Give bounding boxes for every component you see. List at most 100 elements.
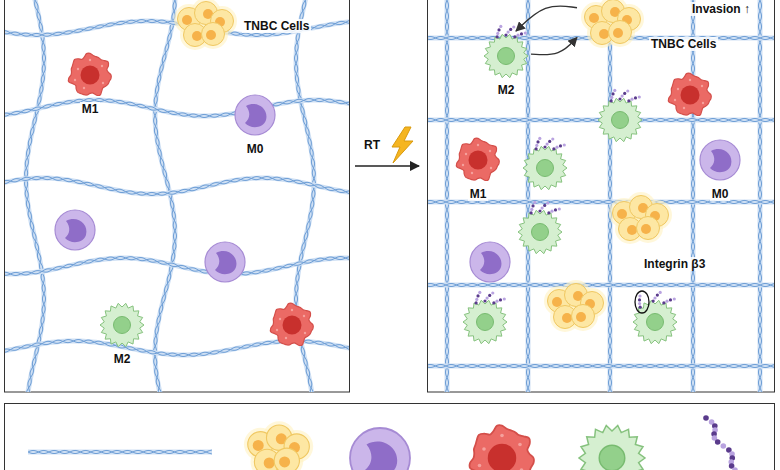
integrin-bead (552, 147, 555, 150)
cell-granule (674, 99, 676, 101)
fiber-strand (28, 450, 212, 454)
annotation-label: Invasion ↑ (690, 2, 752, 16)
cell-body (463, 300, 507, 343)
fiber-strand (5, 256, 349, 275)
cell-body (523, 146, 567, 189)
annotation-label: Integrin β3 (642, 257, 707, 271)
macrophage-green (598, 89, 642, 142)
tumor-nucleus (599, 29, 609, 39)
macrophage-red (456, 138, 499, 180)
integrin-chain (496, 25, 503, 39)
cell-nucleus (469, 151, 488, 170)
cell-granule (77, 68, 79, 70)
cell-body (55, 210, 95, 250)
tumor-cluster (244, 421, 313, 470)
cell-illustration (577, 0, 647, 51)
cell-granule (701, 85, 703, 87)
cell-body (598, 98, 642, 141)
cell-granule (102, 82, 104, 84)
integrin-chain (543, 137, 554, 148)
integrin-bead (535, 144, 538, 147)
cell-label: M0 (710, 187, 731, 201)
cell-nucleus (498, 48, 515, 65)
cell-nucleus (114, 317, 131, 334)
cell-body (68, 53, 111, 95)
cell-granule (471, 172, 473, 174)
macrophage-purple (700, 140, 740, 180)
cell-illustration (97, 300, 147, 350)
integrin-bead (496, 35, 499, 38)
collagen-grid (428, 0, 774, 392)
fiber-strand (608, 0, 611, 392)
legend-panel (5, 404, 775, 470)
integrin-bead (538, 137, 541, 140)
cell-label: M2 (112, 352, 133, 366)
cell-nucleus (647, 314, 664, 331)
integrin-bead (558, 207, 561, 210)
cell-body (668, 73, 711, 115)
integrin-bead (483, 299, 486, 302)
integrin-bead (610, 96, 613, 99)
cell-granule (304, 332, 306, 334)
integrin-bead (613, 89, 616, 92)
fiber-strand (445, 0, 448, 392)
fiber-band (28, 450, 212, 455)
integrin-bead (638, 95, 641, 98)
fiber-strand (691, 0, 694, 392)
integrin-bead (488, 294, 491, 297)
fiber-strand (526, 0, 529, 392)
integrin-bead (673, 297, 676, 300)
cell-body (518, 210, 562, 253)
integrin-bead (630, 98, 633, 101)
integrin-bead (720, 443, 726, 449)
integrin-bead (638, 302, 641, 305)
cell-granule (291, 309, 293, 311)
integrin-bead (638, 298, 641, 301)
integrin-bead (656, 294, 659, 297)
integrin-bead (653, 296, 656, 299)
integrin-bead (652, 299, 655, 302)
integrin-bead (520, 32, 523, 35)
integrin-chain (530, 201, 537, 215)
cell-nucleus (215, 251, 236, 274)
fiber-band (608, 0, 613, 392)
cell-body (633, 300, 677, 343)
cell-granule (279, 318, 281, 320)
fiber-strand (28, 450, 212, 454)
fiber-strand (5, 256, 349, 275)
integrin-bead (611, 92, 614, 95)
integrin-chain (552, 143, 566, 150)
interaction-arrow (516, 6, 577, 31)
cell-granule (303, 315, 305, 317)
cell-granule (478, 464, 482, 468)
integrin-bead (669, 298, 672, 301)
cell-granule (89, 59, 91, 61)
cell-granule (482, 447, 486, 451)
integrin-bead (476, 294, 479, 297)
integrin-bead (478, 291, 481, 294)
cell-illustration (65, 50, 115, 100)
cell-label: M2 (496, 83, 517, 97)
cell-granule (689, 79, 691, 81)
integrin-bead (475, 301, 478, 304)
cell-nucleus (612, 112, 629, 129)
integrin-chain (638, 294, 642, 308)
cell-granule (489, 150, 491, 152)
cell-node: M0 (695, 135, 745, 201)
tumor-cluster (544, 280, 607, 332)
tumor-nucleus (552, 297, 562, 307)
tumor-cell (202, 23, 225, 46)
integrin-chain (618, 89, 629, 100)
fiber-band (758, 0, 763, 392)
integrin-bead (732, 467, 738, 470)
integrin-chain (662, 297, 676, 304)
fiber-strand (428, 283, 774, 286)
integrin-chain (504, 25, 515, 36)
tumor-nucleus (253, 440, 264, 451)
cell-nucleus (710, 149, 731, 172)
fiber-strand (526, 0, 529, 392)
integrin-bead (543, 145, 546, 148)
integrin-bead (554, 208, 557, 211)
